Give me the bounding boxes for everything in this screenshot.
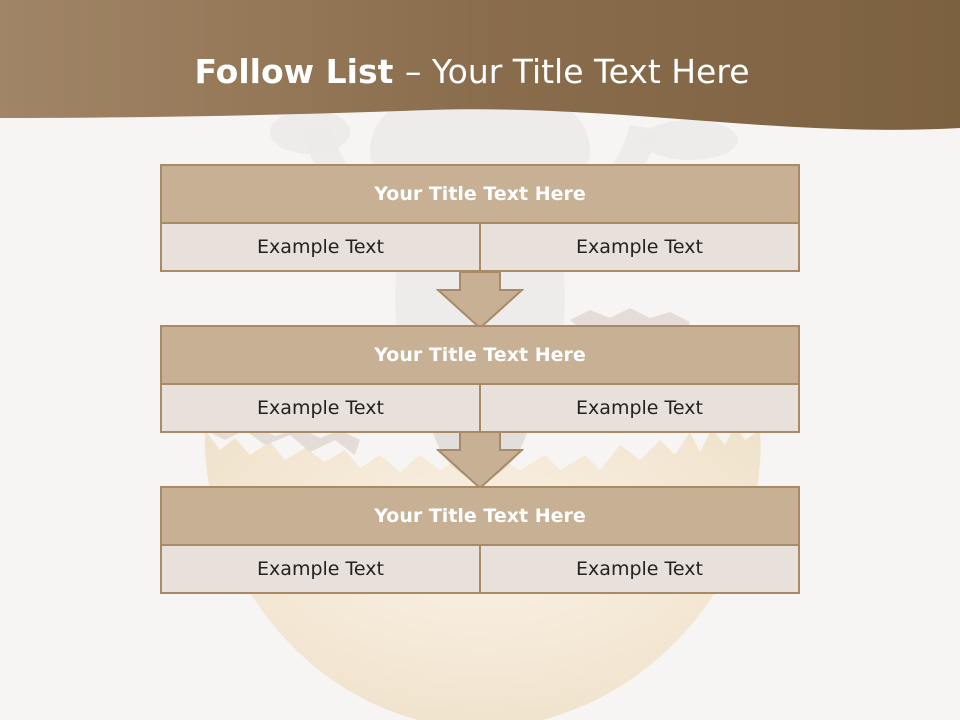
list-block-cell-right: Example Text [479,546,798,592]
header-band [0,0,960,130]
list-block-3: Your Title Text Here Example Text Exampl… [160,486,800,594]
list-block-row: Example Text Example Text [162,385,798,431]
slide-title-bold: Follow List [194,52,405,91]
list-block-row: Example Text Example Text [162,224,798,270]
list-block-cell-right: Example Text [479,224,798,270]
list-block-cell-left: Example Text [257,397,384,419]
list-block-cell-left: Example Text [257,236,384,258]
list-block-cell-right: Example Text [479,385,798,431]
list-block-cell-left: Example Text [257,558,384,580]
down-arrow-icon [436,272,524,330]
list-block-2: Your Title Text Here Example Text Exampl… [160,325,800,433]
slide-title-rest: – Your Title Text Here [404,52,750,91]
list-block-row: Example Text Example Text [162,546,798,592]
list-block-1: Your Title Text Here Example Text Exampl… [160,164,800,272]
down-arrow-icon [436,432,524,490]
list-block-title: Your Title Text Here [162,327,798,385]
list-block-title: Your Title Text Here [162,488,798,546]
slide-title: Follow List – Your Title Text Here [0,52,944,91]
list-block-title: Your Title Text Here [162,166,798,224]
